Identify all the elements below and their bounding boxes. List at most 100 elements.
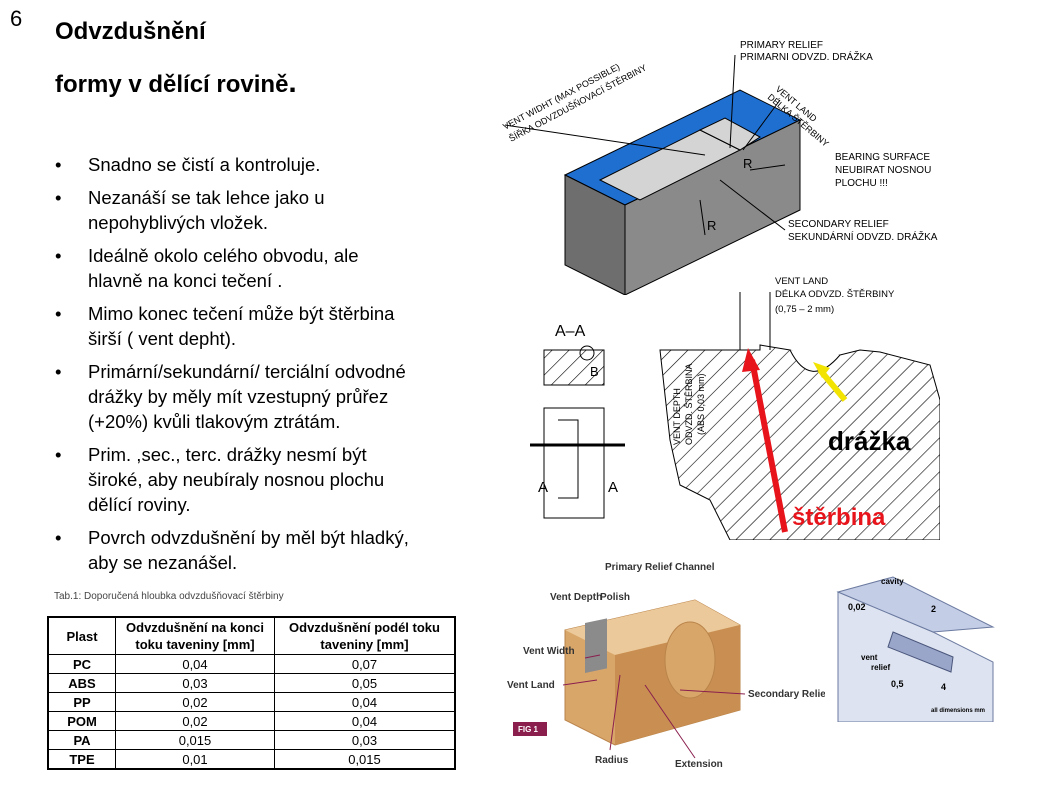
table-header-cell: Plast — [47, 616, 116, 655]
fig1-polish-label: Polish — [600, 592, 630, 603]
bullet-dot-icon: • — [55, 527, 62, 548]
secondary-relief-cz-label: SEKUNDÁRNÍ ODVZD. DRÁŽKA — [788, 230, 938, 243]
table-cell: 0,03 — [274, 730, 456, 750]
title-line2-text: formy v dělící rovině — [55, 71, 289, 98]
table-cell: PP — [47, 692, 116, 712]
cavity-label: cavity — [881, 577, 904, 586]
fig1-vent-diagram: Primary Relief Channel Polish Vent Depth… — [507, 562, 825, 770]
title-dot: . — [288, 66, 297, 99]
dim-05-label: 0,5 — [891, 679, 904, 689]
bearing-surface-cz2-label: PLOCHU !!! — [835, 178, 888, 189]
vent-depth-abs-label: (ABS 0,03 mm) — [696, 373, 706, 435]
bullet-dot-icon: • — [55, 444, 62, 465]
bullet-list: •Snadno se čistí a kontroluje. • Nezanáší… — [52, 152, 412, 583]
bullet-item: •Ideálně okolo celého obvodu, ale hlavně… — [52, 243, 412, 293]
bullet-text: Povrch odvzdušnění by měl být hladký, ab… — [88, 527, 409, 573]
red-arrowhead-icon — [742, 348, 760, 372]
table-cell: PA — [47, 730, 116, 750]
fig1-badge-label: FIG 1 — [518, 725, 539, 734]
fig1-radius-label: Radius — [595, 755, 629, 766]
table-cell: 0,04 — [115, 654, 275, 674]
vent-width-cz-label: ŠÍŘKA ODVZDUŠŇOVACÍ ŠTĚRBINY — [507, 62, 648, 143]
bearing-surface-label: BEARING SURFACE — [835, 152, 930, 163]
relief-groove-shape — [789, 349, 841, 372]
bullet-text: Ideálně okolo celého obvodu, ale hlavně … — [88, 245, 359, 291]
bullet-item: •Snadno se čistí a kontroluje. — [52, 152, 412, 177]
section-a-left-label: A — [538, 479, 548, 496]
table-caption: Tab.1: Doporučená hloubka odvzdušňovací … — [54, 591, 284, 602]
vent-land-shape — [698, 117, 761, 151]
table-cell: PC — [47, 654, 116, 674]
plan-view-block — [543, 407, 605, 519]
secondary-relief-label: SECONDARY RELIEF — [788, 219, 889, 230]
red-arrow-icon — [749, 359, 788, 533]
fig1-vent-depth-label: Vent Depth — [550, 592, 602, 603]
fig1-vent-land-label: Vent Land — [507, 680, 555, 691]
fig1-top-face — [565, 600, 740, 655]
vent-depth-cz-label: ODVZD. ŠTĚRBINA — [684, 363, 694, 445]
vent-width-label: VENT WIDHT (MAX POSSIBLE) — [501, 62, 621, 132]
bullet-dot-icon: • — [55, 361, 62, 382]
table-cell: POM — [47, 711, 116, 731]
table-cell: 0,02 — [115, 692, 275, 712]
bullet-text: Primární/sekundární/ terciální odvodné d… — [88, 361, 406, 432]
relief-label: relief — [871, 663, 890, 672]
table-cell: 0,03 — [115, 673, 275, 693]
table-cell: TPE — [47, 749, 116, 770]
bullet-item: • Nezanáší se tak lehce jako u nepohybliv… — [52, 185, 412, 235]
detail-b-circle — [579, 345, 595, 361]
page-title-line2: formy v dělící rovině. — [55, 66, 297, 100]
sterbina-label: štěrbina — [792, 504, 886, 531]
bullet-dot-icon: • — [55, 154, 62, 175]
table-cell: 0,07 — [274, 654, 456, 674]
page-title-line1: Odvzdušnění — [55, 18, 206, 45]
bullet-item: •Mimo konec tečení může být štěrbina šir… — [52, 301, 412, 351]
vent-relief-dimension-diagram: cavity 0,02 2 vent relief 0,5 4 all dime… — [833, 572, 998, 722]
vent-slot-shape — [887, 631, 954, 673]
radius-r-label: R — [743, 156, 752, 171]
fig1-primary-relief-label: Primary Relief Channel — [605, 562, 715, 573]
table-cell: 0,015 — [115, 730, 275, 750]
vent-land-range-label: (0,75 – 2 mm) — [775, 304, 834, 315]
vent-depth-table: Plast Odvzdušnění na konci toku taveniny… — [47, 616, 456, 770]
table-cell: 0,01 — [115, 749, 275, 770]
table-header-cell: Odvzdušnění podél toku taveniny [mm] — [274, 616, 456, 655]
detail-b-label: B — [590, 364, 599, 379]
section-a-right-label: A — [608, 479, 618, 496]
table-cell: 0,04 — [274, 711, 456, 731]
table-cell: 0,05 — [274, 673, 456, 693]
vent-section-diagram: A–A B A A VENT LAND DÉLKA ODVZD. ŠTĚRBIN… — [530, 276, 940, 540]
bullet-text: Nezanáší se tak lehce jako u nepohyblivý… — [88, 187, 325, 233]
table-header-row: Plast Odvzdušnění na konci toku taveniny… — [47, 616, 456, 655]
table-header-cell: Odvzdušnění na konci toku taveniny [mm] — [115, 616, 275, 655]
fig1-relief-cutout — [664, 621, 716, 699]
dim-002-label: 0,02 — [848, 602, 866, 612]
vent-land-mid-cz-label: DÉLKA ODVZD. ŠTĚRBINY — [775, 289, 895, 300]
fig1-extension-label: Extension — [675, 759, 723, 770]
fig1-secondary-relief-label: Secondary Relief Channel — [748, 689, 825, 700]
table-cell: 0,04 — [274, 692, 456, 712]
dim-2-label: 2 — [931, 604, 936, 614]
block-side-face — [564, 174, 626, 295]
vent-block-isometric-diagram: PRIMARY RELIEF PRIMARNI ODVZD. DRÁŽKA VE… — [501, 40, 938, 295]
fig1-vent-width-label: Vent Width — [523, 646, 575, 657]
table-cell: 0,015 — [274, 749, 456, 770]
bullet-item: •Prim. ,sec., terc. drážky nesmí být šir… — [52, 442, 412, 517]
bearing-surface-cz1-label: NEUBIRAT NOSNOU — [835, 165, 931, 176]
bullet-dot-icon: • — [55, 187, 62, 208]
fig1-badge — [513, 722, 547, 736]
bullet-dot-icon: • — [55, 303, 62, 324]
yellow-arrowhead-icon — [813, 362, 830, 378]
dim-4-label: 4 — [941, 682, 946, 692]
page-number: 6 — [10, 6, 23, 31]
primary-relief-label: PRIMARY RELIEF — [740, 40, 823, 51]
section-small-block — [543, 349, 605, 386]
vent-depth-label: VENT DEPTH — [672, 388, 682, 445]
table-cell: ABS — [47, 673, 116, 693]
vent-land-mid-label: VENT LAND — [775, 276, 828, 287]
